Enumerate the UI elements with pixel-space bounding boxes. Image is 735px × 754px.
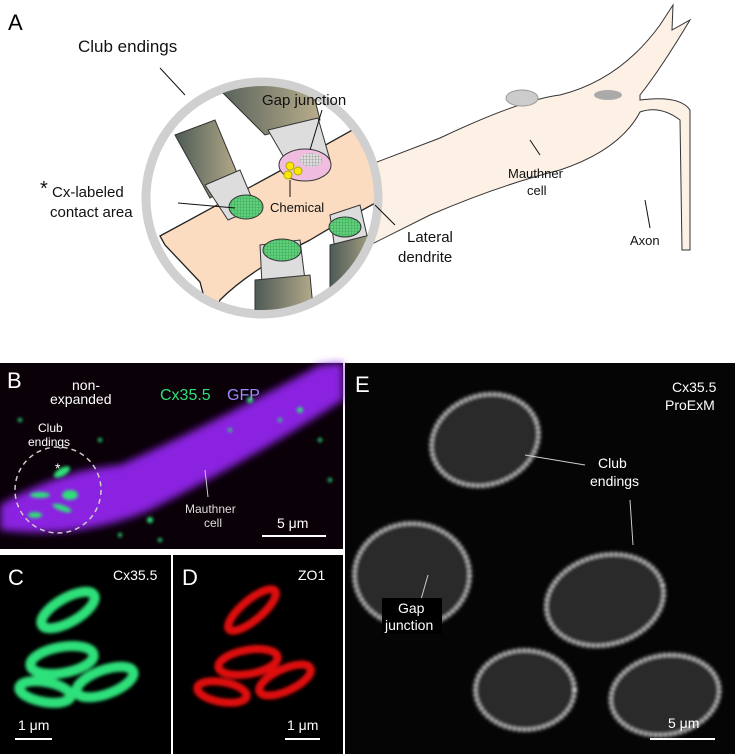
label-cx-labeled: Cx-labeled xyxy=(52,184,124,201)
panel-d-micrograph: D ZO1 1 μm xyxy=(173,555,343,754)
label-cell: cell xyxy=(527,183,547,198)
scale-label-d: 1 μm xyxy=(287,717,318,733)
label-cell-b: cell xyxy=(204,516,222,530)
panel-c-letter: C xyxy=(8,565,24,590)
label-zo1: ZO1 xyxy=(298,567,325,583)
mauthner-cell-shape xyxy=(329,3,692,261)
label-asterisk: * xyxy=(40,178,48,200)
label-club: Club xyxy=(38,421,63,435)
panel-b-micrograph: B non- expanded Cx35.5 GFP Club endings … xyxy=(0,363,343,549)
scale-label-b: 5 μm xyxy=(277,515,308,531)
panel-d-letter: D xyxy=(182,565,198,590)
label-contact-area: contact area xyxy=(50,204,133,221)
label-dendrite: dendrite xyxy=(398,249,452,266)
scale-bar-b xyxy=(262,535,326,537)
label-club-endings: Club endings xyxy=(78,37,177,56)
panel-c-micrograph: C Cx35.5 1 μm xyxy=(0,555,171,754)
panel-a-letter: A xyxy=(8,10,23,35)
label-proexm: ProExM xyxy=(665,397,715,413)
label-asterisk-b: * xyxy=(55,460,61,476)
label-expanded: expanded xyxy=(50,391,112,407)
label-chemical: Chemical xyxy=(270,200,324,215)
label-non: non- xyxy=(72,377,100,393)
label-cx35-5-c: Cx35.5 xyxy=(113,567,158,583)
label-endings: endings xyxy=(28,435,70,449)
leader-line xyxy=(159,67,186,96)
label-cx35-5: Cx35.5 xyxy=(160,387,211,404)
scale-bar-c xyxy=(15,738,52,740)
label-cx35-5-e: Cx35.5 xyxy=(672,379,717,395)
label-axon: Axon xyxy=(630,233,660,248)
label-mauthner-b: Mauthner xyxy=(185,502,236,516)
label-club-e: Club xyxy=(598,455,627,471)
scale-label-e: 5 μm xyxy=(668,715,699,731)
label-endings-e: endings xyxy=(590,473,639,489)
label-gap-junction: Gap junction xyxy=(262,92,346,109)
panel-e-letter: E xyxy=(355,372,370,397)
nucleus xyxy=(505,89,539,107)
scale-label-c: 1 μm xyxy=(18,717,49,733)
club-endings-circle xyxy=(14,446,102,534)
label-mauthner: Mauthner xyxy=(508,166,564,181)
label-gfp: GFP xyxy=(227,387,260,404)
label-gap: Gap xyxy=(398,600,425,616)
label-lateral: Lateral xyxy=(407,229,453,246)
scale-bar-d xyxy=(285,738,320,740)
panel-a-schematic: A Club xyxy=(8,3,692,319)
panel-e-micrograph: E Cx35.5 ProExM Club endings Gap junctio… xyxy=(345,363,735,754)
label-junction: junction xyxy=(384,617,433,633)
axon-hillock xyxy=(594,90,622,100)
scale-bar-e xyxy=(650,738,715,740)
panel-b-letter: B xyxy=(7,368,22,393)
